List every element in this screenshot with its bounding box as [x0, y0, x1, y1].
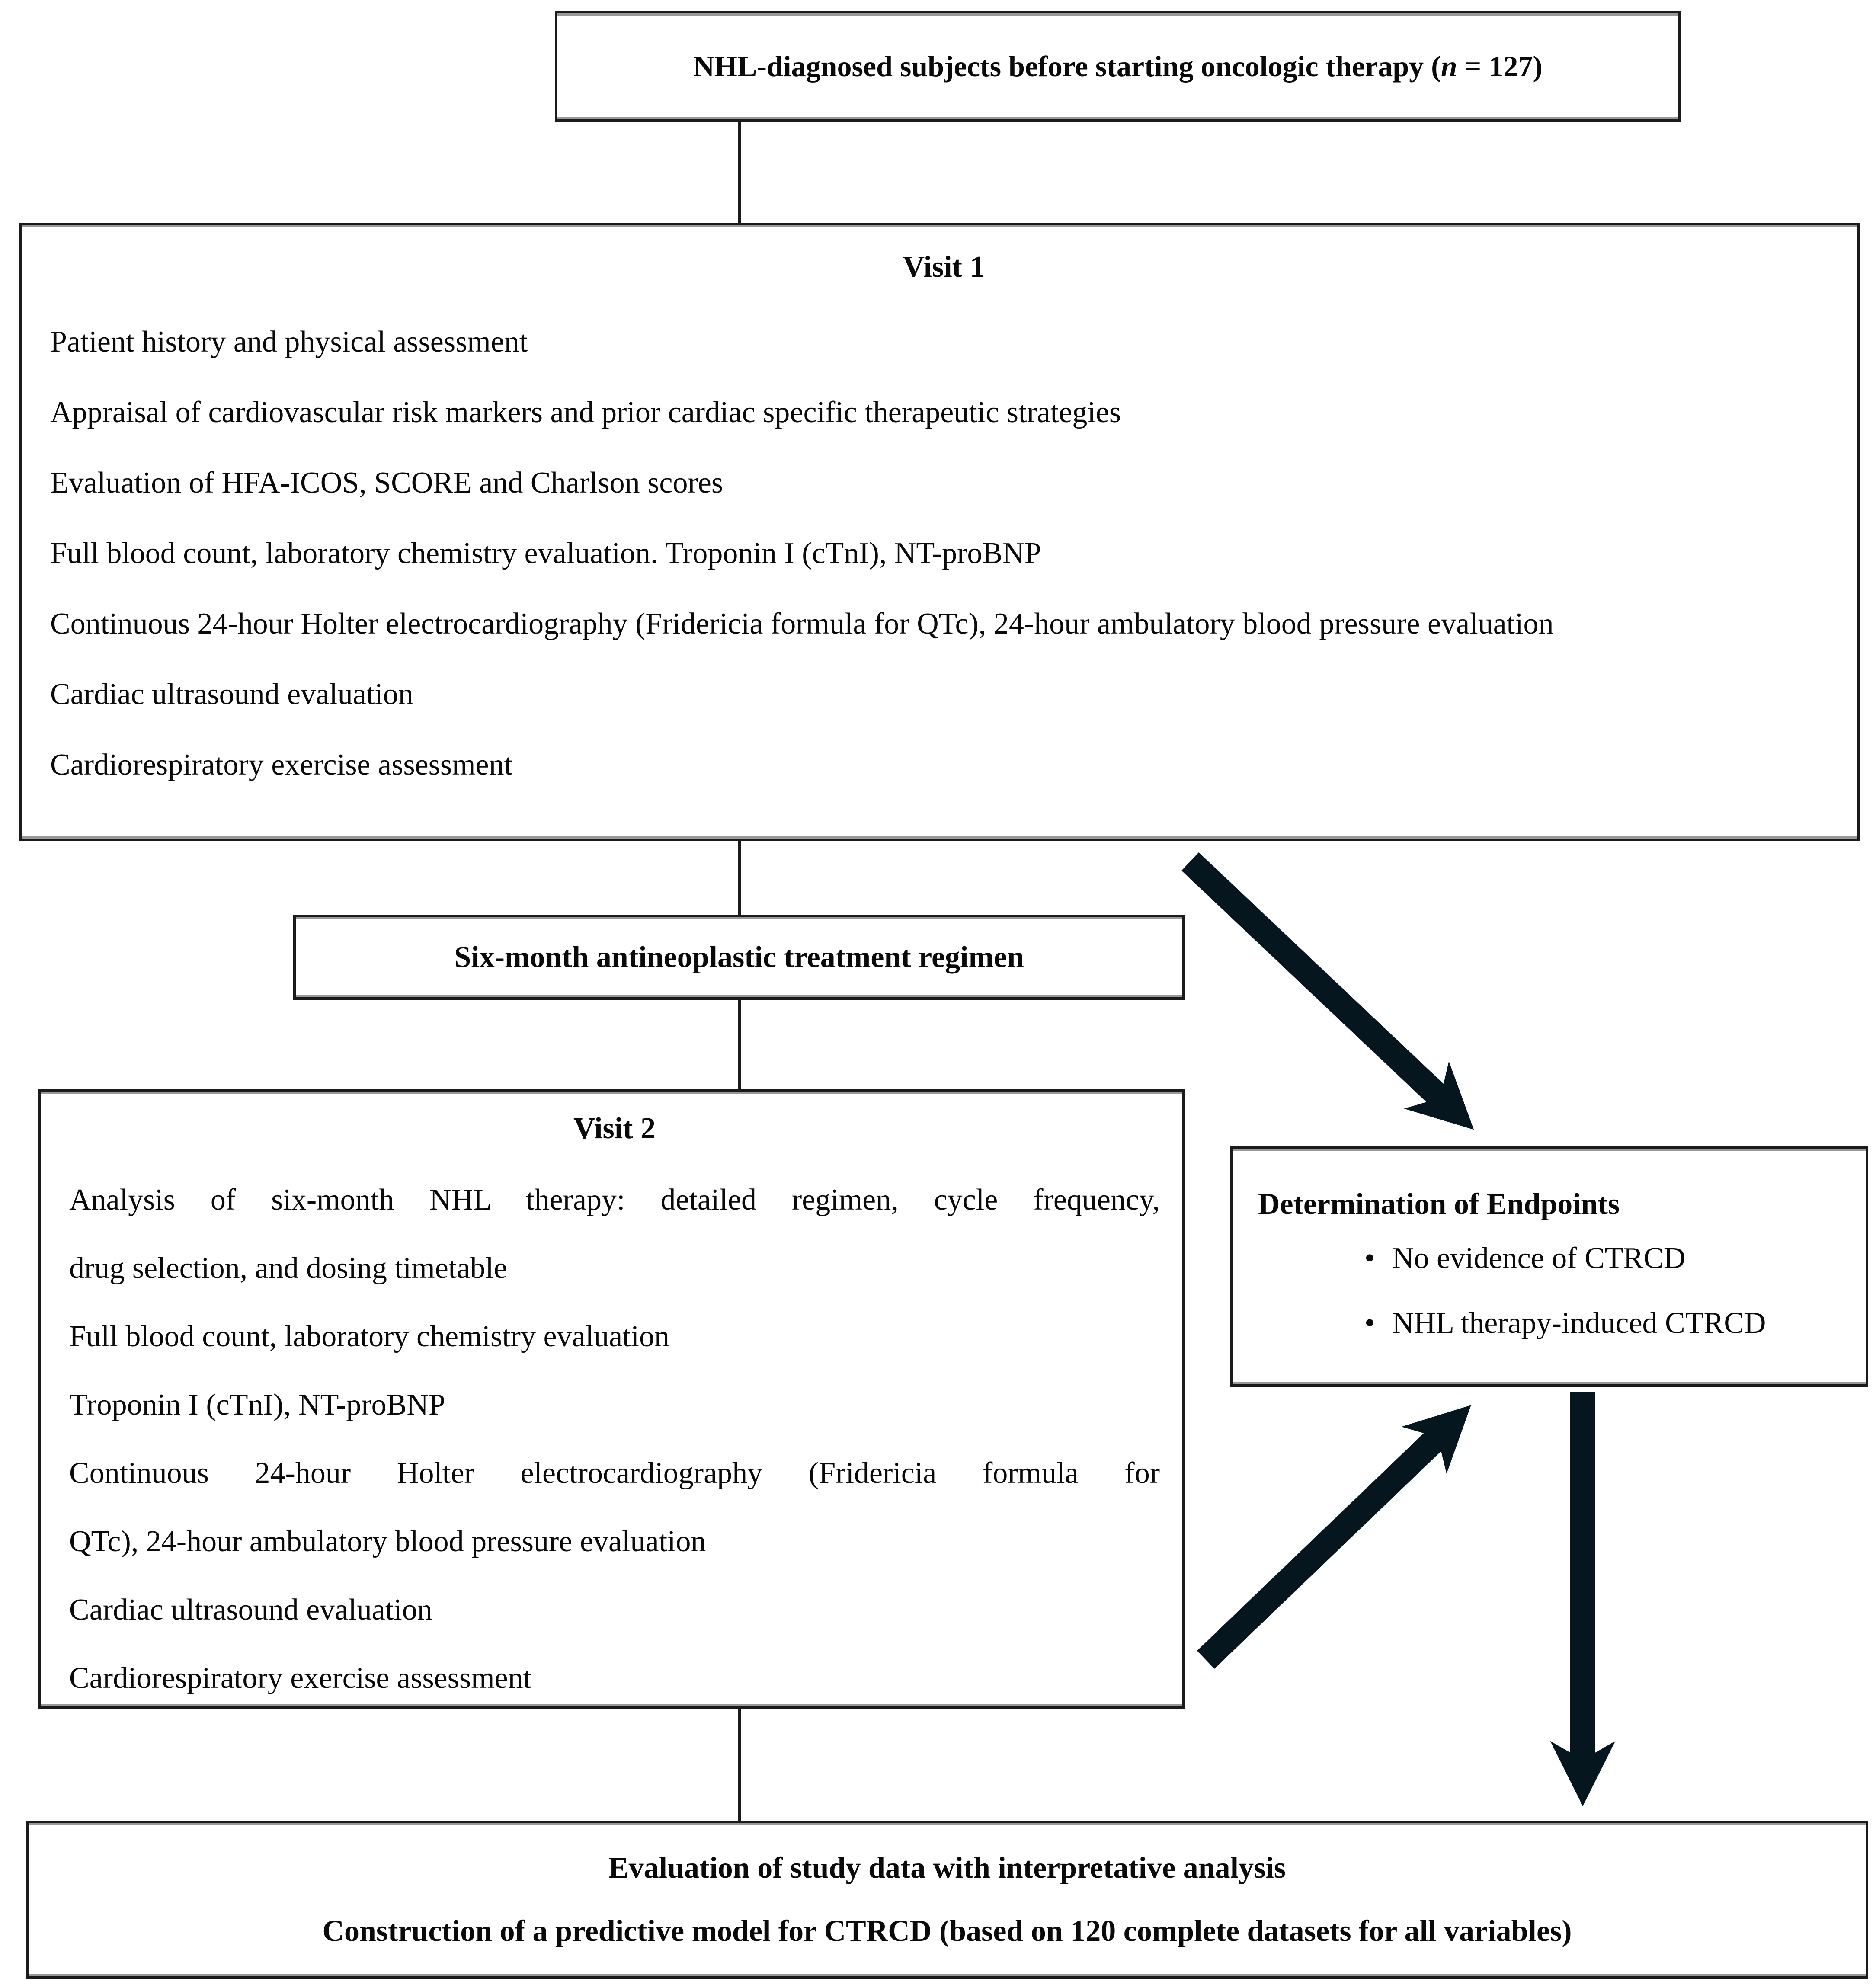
visit2-line: Cardiac ultrasound evaluation: [69, 1593, 432, 1626]
endpoints-title: Determination of Endpoints: [1258, 1188, 1620, 1221]
six-month-text: Six-month antineoplastic treatment regim…: [454, 940, 1024, 974]
evaluation-line: Evaluation of study data with interpreta…: [608, 1851, 1286, 1885]
evaluation-line: Construction of a predictive model for C…: [322, 1914, 1572, 1948]
visit2-title: Visit 2: [573, 1112, 656, 1145]
visit2-line: Continuous 24-hour Holter electrocardiog…: [69, 1457, 1160, 1490]
visit1-line: Appraisal of cardiovascular risk markers…: [50, 396, 1121, 429]
visit1-line: Cardiorespiratory exercise assessment: [50, 748, 513, 781]
visit2-line: Troponin I (cTnI), NT-proBNP: [69, 1388, 445, 1421]
visit1-line: Evaluation of HFA-ICOS, SCORE and Charls…: [50, 466, 724, 499]
arrow-visit1-to-endpoints: [1181, 852, 1474, 1130]
arrow-visit2-to-endpoints: [1197, 1405, 1471, 1669]
visit2-line: QTc), 24-hour ambulatory blood pressure …: [69, 1525, 706, 1558]
connector-sixmonth-to-visit2: [738, 999, 741, 1090]
connector-topbox-to-visit1: [738, 122, 741, 224]
connector-visit2-to-final: [738, 1708, 741, 1822]
visit2-line: Full blood count, laboratory chemistry e…: [69, 1320, 670, 1353]
visit2-line: Cardiorespiratory exercise assessment: [69, 1661, 532, 1695]
connector-visit1-to-sixmonth: [738, 840, 741, 916]
visit2-line: Analysis of six-month NHL therapy: detai…: [69, 1183, 1160, 1216]
visit1-line: Cardiac ultrasound evaluation: [50, 678, 413, 711]
endpoint-item: •NHL therapy-induced CTRCD: [1258, 1291, 1848, 1356]
bullet-icon: •: [1364, 1242, 1375, 1275]
visit1-line: Full blood count, laboratory chemistry e…: [50, 537, 1041, 570]
visit1-line: Patient history and physical assessment: [50, 325, 528, 359]
visit1-title: Visit 1: [903, 250, 985, 284]
node-visit2: Visit 2 Analysis of six-month NHL therap…: [38, 1089, 1185, 1709]
node-subjects: NHL-diagnosed subjects before starting o…: [555, 11, 1681, 122]
visit1-line: Continuous 24-hour Holter electrocardiog…: [50, 607, 1554, 640]
visit2-line: drug selection, and dosing timetable: [69, 1252, 507, 1285]
node-visit1: Visit 1 Patient history and physical ass…: [19, 223, 1860, 841]
subjects-text: NHL-diagnosed subjects before starting o…: [693, 49, 1543, 83]
node-six-month-regimen: Six-month antineoplastic treatment regim…: [293, 915, 1185, 1000]
node-endpoints: Determination of Endpoints •No evidence …: [1230, 1146, 1868, 1387]
n-variable: n: [1441, 49, 1457, 83]
node-evaluation: Evaluation of study data with interpreta…: [26, 1821, 1868, 1979]
endpoint-item: •No evidence of CTRCD: [1258, 1226, 1848, 1291]
bullet-icon: •: [1364, 1306, 1375, 1340]
